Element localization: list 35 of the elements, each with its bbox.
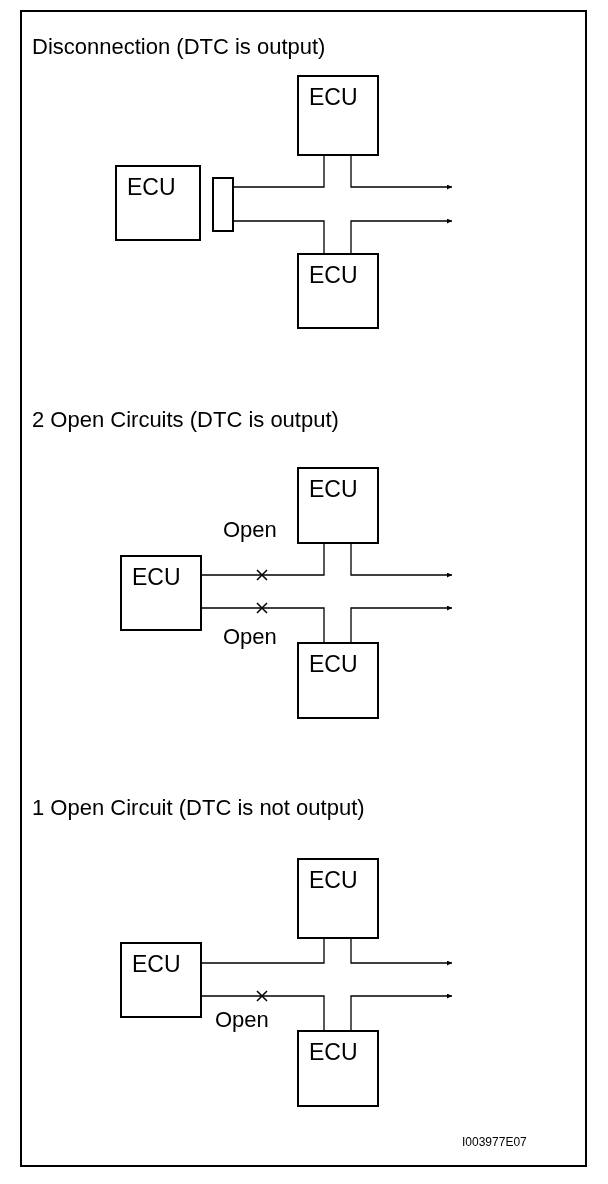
ecu-label: ECU <box>309 866 358 894</box>
arrow <box>350 543 453 578</box>
arrow <box>350 155 453 190</box>
wire <box>201 938 325 964</box>
ecu-label: ECU <box>309 475 358 503</box>
ecu-label: ECU <box>132 563 181 591</box>
arrow <box>350 605 453 643</box>
wire <box>201 995 325 1031</box>
ecu-label: ECU <box>309 1038 358 1066</box>
ecu-box <box>297 75 379 156</box>
wire <box>201 607 325 643</box>
ecu-box <box>297 1030 379 1107</box>
wire <box>233 220 325 254</box>
ecu-box <box>297 858 379 939</box>
wire <box>201 543 325 576</box>
wire <box>233 155 325 188</box>
ecu-label: ECU <box>309 650 358 678</box>
ecu-label: ECU <box>132 950 181 978</box>
arrow <box>350 993 453 1031</box>
connector-block <box>212 177 234 232</box>
ecu-box <box>297 467 379 544</box>
ecu-box <box>297 253 379 329</box>
ecu-label: ECU <box>309 261 358 289</box>
section-heading: Disconnection (DTC is output) <box>32 34 326 60</box>
arrow <box>350 218 453 254</box>
ecu-label: ECU <box>309 83 358 111</box>
ecu-box <box>115 165 201 241</box>
ecu-label: ECU <box>127 173 176 201</box>
arrow <box>350 938 453 966</box>
section-heading: 2 Open Circuits (DTC is output) <box>32 407 339 433</box>
section-heading: 1 Open Circuit (DTC is not output) <box>32 795 365 821</box>
ecu-box <box>297 642 379 719</box>
figure-code: I003977E07 <box>462 1135 527 1149</box>
ecu-box <box>120 942 202 1018</box>
ecu-box <box>120 555 202 631</box>
